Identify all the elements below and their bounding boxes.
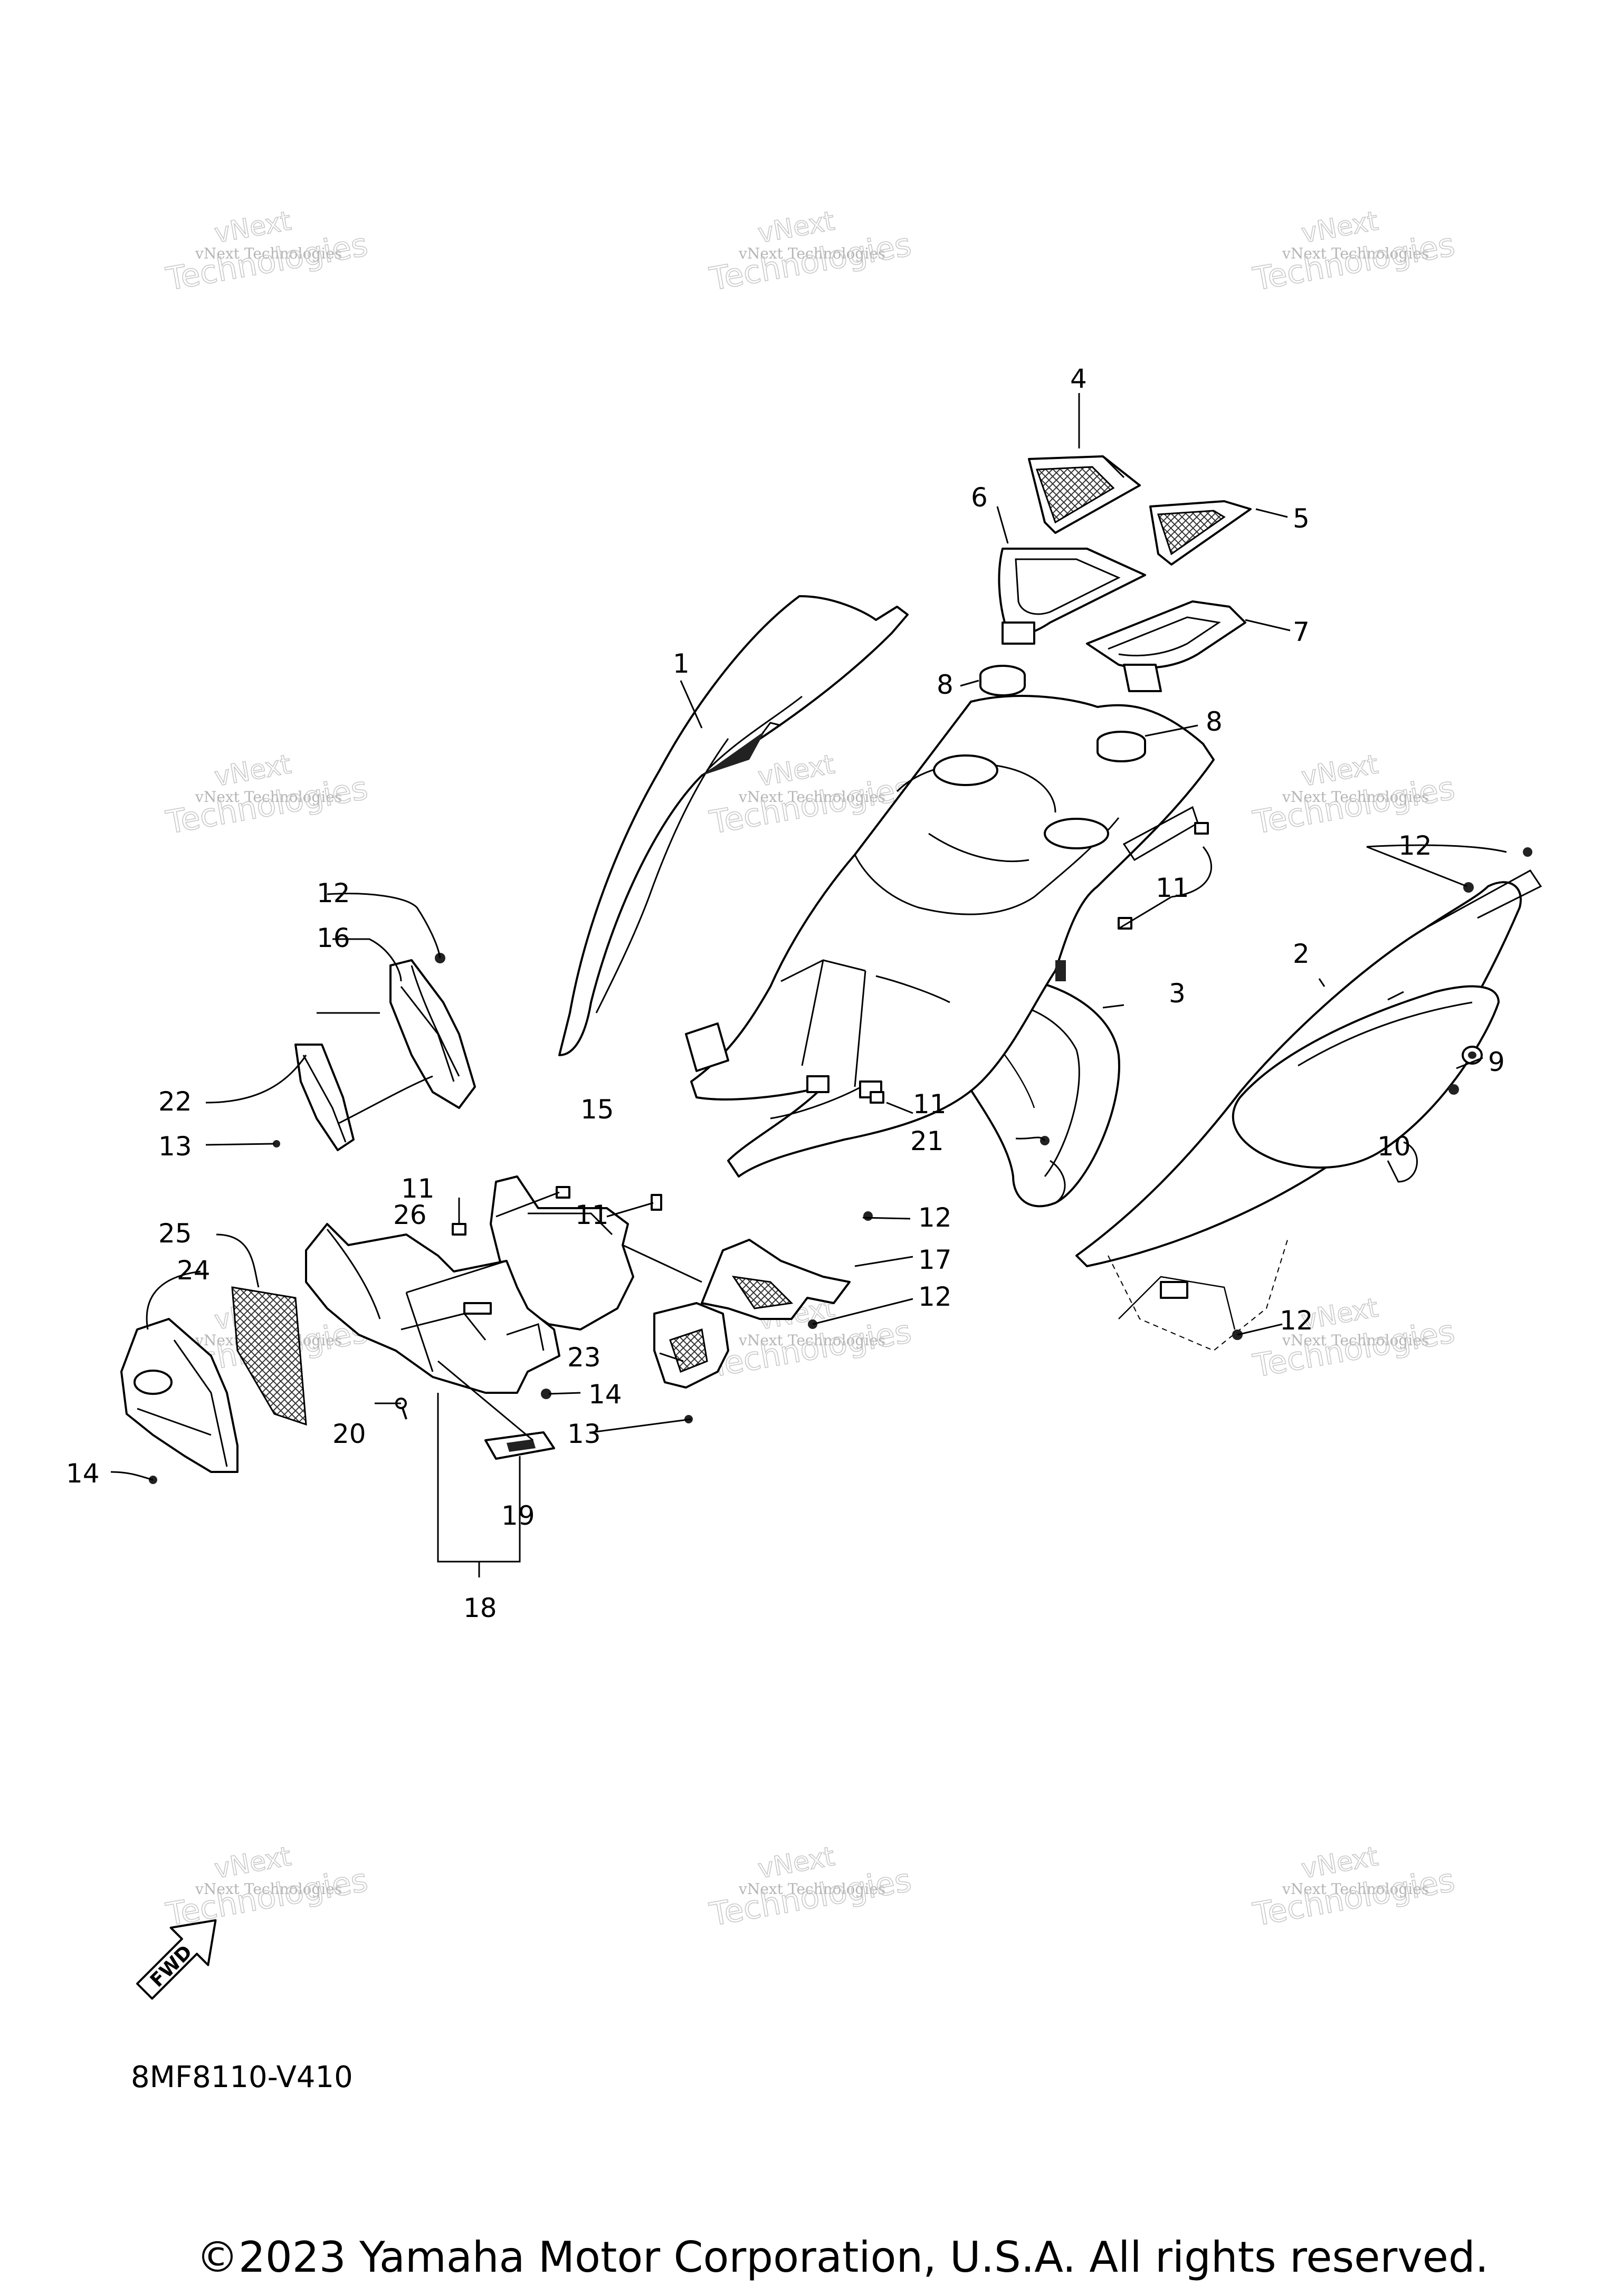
part-23-grille [653, 1302, 729, 1389]
svg-text:vNext Technologies: vNext Technologies [1282, 1332, 1429, 1349]
part-18-lower-cowl [305, 1223, 560, 1394]
callout-22: 22 [158, 1086, 192, 1117]
svg-text:vNext Technologies: vNext Technologies [195, 788, 342, 806]
callout-16: 16 [317, 923, 350, 953]
callout-12: 12 [1280, 1305, 1313, 1336]
callout-15: 15 [580, 1094, 614, 1125]
watermark: vNext vNext Technologies Technologies [707, 1841, 914, 1934]
callout-7: 7 [1293, 617, 1310, 647]
fastener-14 [541, 1389, 551, 1399]
part-22-bracket [294, 1044, 355, 1151]
callout-11: 11 [913, 1089, 947, 1120]
callout-12: 12 [317, 878, 350, 908]
watermark: vNext vNext Technologies Technologies [163, 1841, 371, 1934]
callout-24: 24 [177, 1255, 211, 1286]
svg-text:vNext Technologies: vNext Technologies [1282, 245, 1429, 262]
part-9-grommet [1462, 1046, 1483, 1065]
callout-6: 6 [971, 482, 988, 513]
part-2-side-cowl-right [1075, 869, 1542, 1352]
fastener-11 [1194, 822, 1209, 835]
part-6-air-duct [998, 548, 1146, 645]
fastener-13 [273, 1140, 280, 1147]
svg-text:vNext Technologies: vNext Technologies [1282, 788, 1429, 806]
svg-text:vNext Technologies: vNext Technologies [738, 1332, 885, 1349]
watermark: vNext vNext Technologies Technologies [163, 205, 371, 299]
svg-text:vNext Technologies: vNext Technologies [1282, 1880, 1429, 1898]
callout-19: 19 [501, 1500, 535, 1531]
svg-text:vNext Technologies: vNext Technologies [738, 788, 885, 806]
callout-3: 3 [1169, 978, 1186, 1009]
watermark: vNext vNext Technologies Technologies [163, 749, 371, 842]
watermark: vNext vNext Technologies Technologies [1250, 1841, 1458, 1934]
callout-18: 18 [463, 1593, 497, 1623]
fastener-10 [1448, 1084, 1459, 1095]
callout-11: 11 [401, 1173, 435, 1204]
fastener-12 [1523, 847, 1532, 857]
callout-5: 5 [1293, 503, 1310, 534]
part-25-mesh-screen [231, 1286, 307, 1426]
fastener-11 [870, 1091, 884, 1104]
part-8-grommet-left [979, 665, 1026, 696]
callout-2: 2 [1293, 939, 1310, 969]
copyright-notice: ©2023 Yamaha Motor Corporation, U.S.A. A… [196, 2233, 1489, 2282]
callout-17: 17 [918, 1245, 952, 1275]
callout-12: 12 [918, 1281, 952, 1312]
callout-4: 4 [1070, 363, 1087, 394]
fastener-11 [556, 1186, 570, 1199]
svg-text:vNext Technologies: vNext Technologies [738, 1880, 885, 1898]
callout-20: 20 [332, 1419, 366, 1449]
part-20-screw [395, 1398, 407, 1420]
callout-26: 26 [393, 1200, 427, 1230]
leader-lines [110, 393, 1507, 1577]
fastener-11 [452, 1223, 466, 1236]
callout-12: 12 [1398, 830, 1432, 861]
callout-12: 12 [918, 1202, 952, 1233]
callout-21: 21 [910, 1126, 944, 1156]
callout-10: 10 [1377, 1131, 1411, 1162]
part-4-vent-cover [1028, 455, 1141, 534]
svg-text:vNext Technologies: vNext Technologies [738, 245, 885, 262]
callout-11: 11 [1156, 873, 1189, 903]
callout-14: 14 [588, 1379, 622, 1410]
fastener-12 [863, 1211, 873, 1221]
part-1-side-cowl-left [558, 595, 909, 1056]
callout-8: 8 [937, 669, 953, 700]
callout-9: 9 [1488, 1047, 1505, 1077]
fastener-11 [651, 1194, 662, 1211]
callout-23: 23 [567, 1342, 601, 1373]
callout-25: 25 [158, 1218, 192, 1249]
svg-text:vNext Technologies: vNext Technologies [195, 245, 342, 262]
part-17-panel [701, 1239, 851, 1320]
callout-13: 13 [158, 1131, 192, 1162]
diagram-code: 8MF8110-V410 [131, 2060, 353, 2094]
callout-labels: 1 2 3 4 5 6 7 8 8 9 10 11 11 11 11 12 12… [66, 363, 1505, 1623]
part-5-vent-cover [1149, 500, 1252, 566]
part-19-emblem [484, 1431, 555, 1460]
callout-8: 8 [1206, 706, 1223, 737]
svg-text:vNext Technologies: vNext Technologies [195, 1880, 342, 1898]
callout-13: 13 [567, 1419, 601, 1449]
watermark: vNext vNext Technologies Technologies [1250, 749, 1458, 842]
part-8-grommet-right [1096, 731, 1146, 762]
part-15-lower-panel [685, 1022, 729, 1072]
part-16-bracket [389, 959, 476, 1109]
watermark: vNext vNext Technologies Technologies [707, 205, 914, 299]
callout-1: 1 [673, 648, 690, 679]
fastener-12 [1463, 882, 1474, 893]
callout-11: 11 [575, 1200, 609, 1230]
part-24-side-panel [120, 1318, 239, 1473]
part-7-air-duct [1086, 600, 1246, 692]
watermark: vNext vNext Technologies Technologies [1250, 205, 1458, 299]
main-inner-panel [690, 695, 1215, 1178]
callout-14: 14 [66, 1458, 100, 1489]
